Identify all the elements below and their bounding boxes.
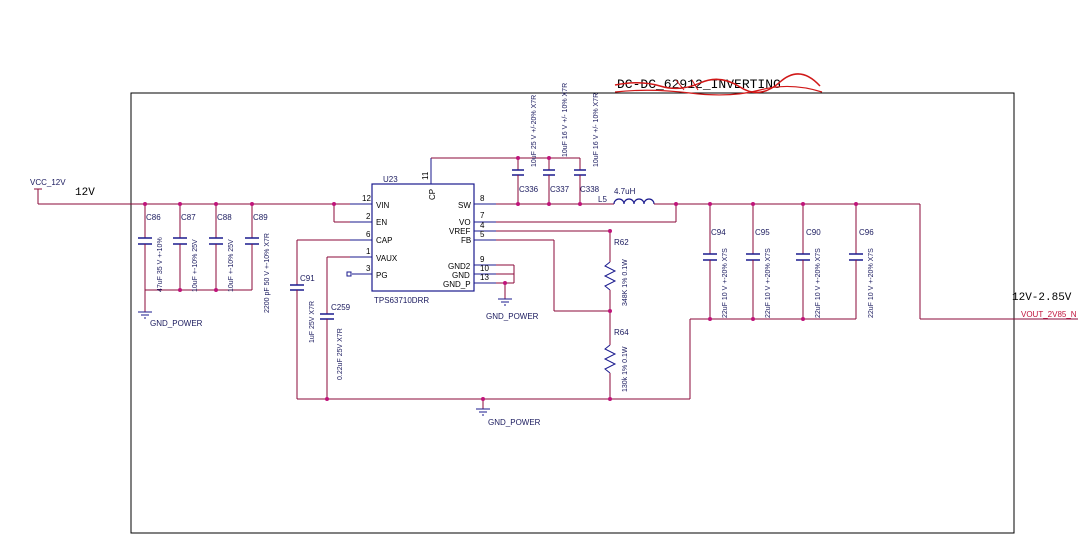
pin-12-num: 12 [362, 194, 371, 203]
c94-value: 22uF 10 V +-20% X7S [722, 248, 729, 318]
c338-ref: C338 [580, 185, 600, 194]
pin-10-num: 10 [480, 264, 489, 273]
c336-ref: C336 [519, 185, 539, 194]
c337-value: 10uF 16 V +/- 10% X7R [562, 83, 569, 157]
pin-4-num: 4 [480, 221, 485, 230]
pin-vo-name: VO [459, 218, 471, 227]
c95-value: 22uF 10 V +-20% X7S [765, 248, 772, 318]
title-scratch-marks [675, 79, 699, 91]
pin-vin-name: VIN [376, 201, 390, 210]
c95-ref: C95 [755, 228, 770, 237]
pin-7-num: 7 [480, 211, 485, 220]
gnd-label-output: GND_POWER [488, 418, 541, 427]
c86-value: 47uF 35 V +-10% [157, 237, 164, 292]
input-capacitor-bank [138, 204, 259, 312]
output-net-label: VOUT_2V85_N [1021, 310, 1077, 319]
cp-capacitor-bank [512, 158, 586, 204]
resistor-r64-symbol [603, 344, 617, 374]
pin-en-name: EN [376, 218, 387, 227]
output-capacitor-bank [703, 204, 863, 319]
pin-cap-name: CAP [376, 236, 392, 245]
c88-value: 10uF +-10% 25V [228, 239, 235, 292]
c259-value: 0.22uF 25V X7R [337, 328, 344, 380]
c91-value: 1uF 25V X7R [309, 301, 316, 343]
inductor-l5-symbol [613, 198, 655, 205]
gnd-symbol-input [138, 311, 152, 319]
r64-ref: R64 [614, 328, 629, 337]
net-12v-label: 12V [75, 187, 95, 199]
gnd-label-ic: GND_POWER [486, 312, 539, 321]
r64-value: 130k 1% 0.1W [622, 346, 629, 392]
pin-fb-name: FB [461, 236, 471, 245]
c336-value: 10uF 25 V +/-20% X7R [531, 95, 538, 167]
net-vcc-label: VCC_12V [30, 178, 66, 187]
output-rail-label: 12V-2.85V [1012, 292, 1072, 304]
pin-9-num: 9 [480, 255, 485, 264]
pin-5-num: 5 [480, 230, 485, 239]
r62-ref: R62 [614, 238, 629, 247]
c94-ref: C94 [711, 228, 726, 237]
c259-ref: C259 [331, 303, 351, 312]
c86-ref: C86 [146, 213, 161, 222]
resistor-r62-symbol [603, 261, 617, 291]
c96-value: 22uF 10 V +-20% X7S [868, 248, 875, 318]
c87-ref: C87 [181, 213, 196, 222]
ic-u23-body [371, 183, 475, 292]
c337-ref: C337 [550, 185, 570, 194]
pin-1-num: 1 [366, 247, 371, 256]
pin-sw-name: SW [458, 201, 471, 210]
c88-ref: C88 [217, 213, 232, 222]
r62-value: 348K 1% 0.1W [622, 259, 629, 306]
pin-8-num: 8 [480, 194, 485, 203]
pin-13-num: 13 [480, 273, 489, 282]
ic-ref: U23 [383, 175, 398, 184]
title-underline-scribble [614, 85, 823, 96]
sheet-title: DC-DC_62912_INVERTING [617, 77, 781, 92]
c89-ref: C89 [253, 213, 268, 222]
c87-value: 10uF +-10% 25V [192, 239, 199, 292]
c90-value: 22uF 10 V +-20% X7S [815, 248, 822, 318]
inductor-value: 4.7uH [614, 187, 636, 196]
junction-dots [143, 156, 858, 401]
c89-value: 2200 pF 50 V +-10% X7R [264, 233, 271, 313]
pg-no-connect-marker [346, 271, 352, 277]
sheet-frame [130, 92, 1015, 534]
gnd-label-input: GND_POWER [150, 319, 203, 328]
gnd-symbol-ic [498, 298, 512, 306]
pin-vref-name: VREF [449, 227, 470, 236]
pin-cp-name: CP [428, 189, 437, 200]
c90-ref: C90 [806, 228, 821, 237]
c91-ref: C91 [300, 274, 315, 283]
gnd-symbol-output [476, 408, 490, 416]
pin-vaux-name: VAUX [376, 254, 398, 263]
pin-6-num: 6 [366, 230, 371, 239]
pin-2-num: 2 [366, 212, 371, 221]
c96-ref: C96 [859, 228, 874, 237]
ic-part-number: TPS63710DRR [374, 296, 429, 305]
pin-gnd-name: GND [452, 271, 470, 280]
pin-pg-name: PG [376, 271, 388, 280]
pin-gndp-name: GND_P [443, 280, 471, 289]
pin-11-num: 11 [421, 171, 430, 180]
c338-value: 10uF 16 V +/- 10% X7R [593, 93, 600, 167]
pin-3-num: 3 [366, 264, 371, 273]
pin-gnd2-name: GND2 [448, 262, 471, 271]
inductor-ref: L5 [598, 195, 607, 204]
title-strike-scribble [614, 73, 821, 94]
